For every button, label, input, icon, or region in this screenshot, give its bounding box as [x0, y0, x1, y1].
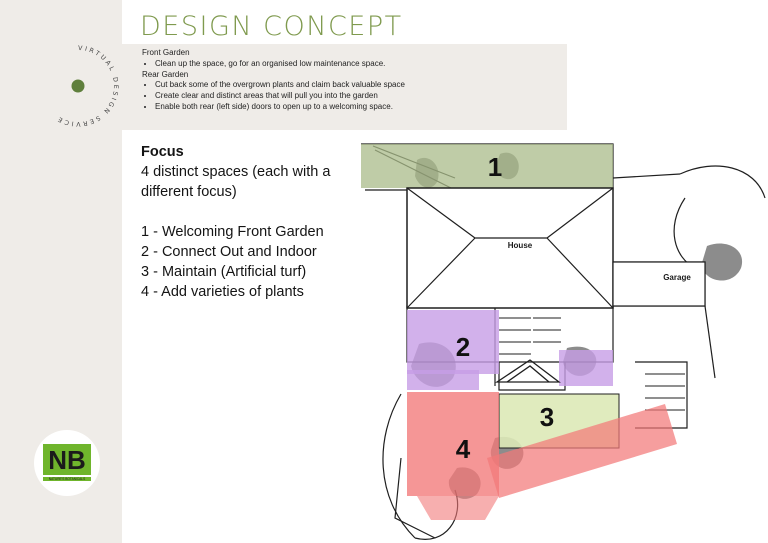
design-brief: Front Garden Clean up the space, go for … — [142, 48, 562, 113]
front-garden-list: Clean up the space, go for an organised … — [142, 59, 562, 70]
list-item: Create clear and distinct areas that wil… — [155, 91, 562, 102]
focus-item: 3 - Maintain (Artificial turf) — [141, 264, 307, 280]
zone-4-overlay-lower — [407, 444, 499, 496]
garden-plan: House Garage 1 2 3 4 — [361, 143, 766, 540]
logo-mark: NB — [48, 445, 86, 475]
zone-4-strip — [487, 404, 677, 498]
focus-item: 4 - Add varieties of plants — [141, 284, 304, 300]
badge-text: VIRTUAL DESIGN SERVICE — [55, 45, 117, 127]
brief-panel: VIRTUAL DESIGN SERVICE — [0, 44, 567, 130]
zone-4-overlay-upper — [407, 392, 499, 444]
rear-garden-heading: Rear Garden — [142, 69, 189, 79]
page-title: DESIGN CONCEPT — [140, 11, 403, 42]
focus-item: 2 - Connect Out and Indoor — [141, 244, 317, 260]
garage: Garage — [612, 261, 706, 307]
list-item: Enable both rear (left side) doors to op… — [155, 102, 562, 113]
svg-text:VIRTUAL DESIGN SERVICE: VIRTUAL DESIGN SERVICE — [55, 45, 119, 127]
focus-title: Focus — [141, 144, 184, 160]
house-label: House — [508, 241, 533, 250]
zone-2-overlay — [407, 310, 499, 374]
logo-small-text: NATURE'S BOTANICALS — [49, 477, 85, 481]
zone-4-tail — [417, 496, 499, 520]
list-item: Cut back some of the overgrown plants an… — [155, 80, 562, 91]
zone-2-overlay-lower — [407, 370, 479, 390]
zone-label-3: 3 — [540, 402, 554, 432]
gazebo — [494, 359, 561, 383]
focus-item: 1 - Welcoming Front Garden — [141, 224, 324, 240]
zone-2-side-overlay — [559, 350, 613, 386]
focus-section: Focus 4 distinct spaces (each with a dif… — [141, 142, 356, 302]
zone-1-overlay — [361, 144, 613, 188]
zone-label-4: 4 — [456, 434, 471, 464]
badge-dot — [71, 79, 85, 93]
circular-badge-graphic: VIRTUAL DESIGN SERVICE — [55, 45, 119, 127]
company-logo: NB NATURE'S BOTANICALS — [34, 430, 100, 496]
garage-label: Garage — [663, 273, 691, 282]
zone-label-1: 1 — [488, 152, 502, 182]
front-garden-heading: Front Garden — [142, 48, 190, 57]
list-item: Clean up the space, go for an organised … — [155, 59, 562, 70]
steps-detail — [499, 317, 685, 411]
house: House — [406, 187, 614, 309]
focus-intro: 4 distinct spaces (each with a different… — [141, 164, 331, 200]
zone-label-2: 2 — [456, 332, 470, 362]
logo-graphic: NB NATURE'S BOTANICALS — [43, 444, 91, 481]
rear-garden-list: Cut back some of the overgrown plants an… — [142, 80, 562, 112]
